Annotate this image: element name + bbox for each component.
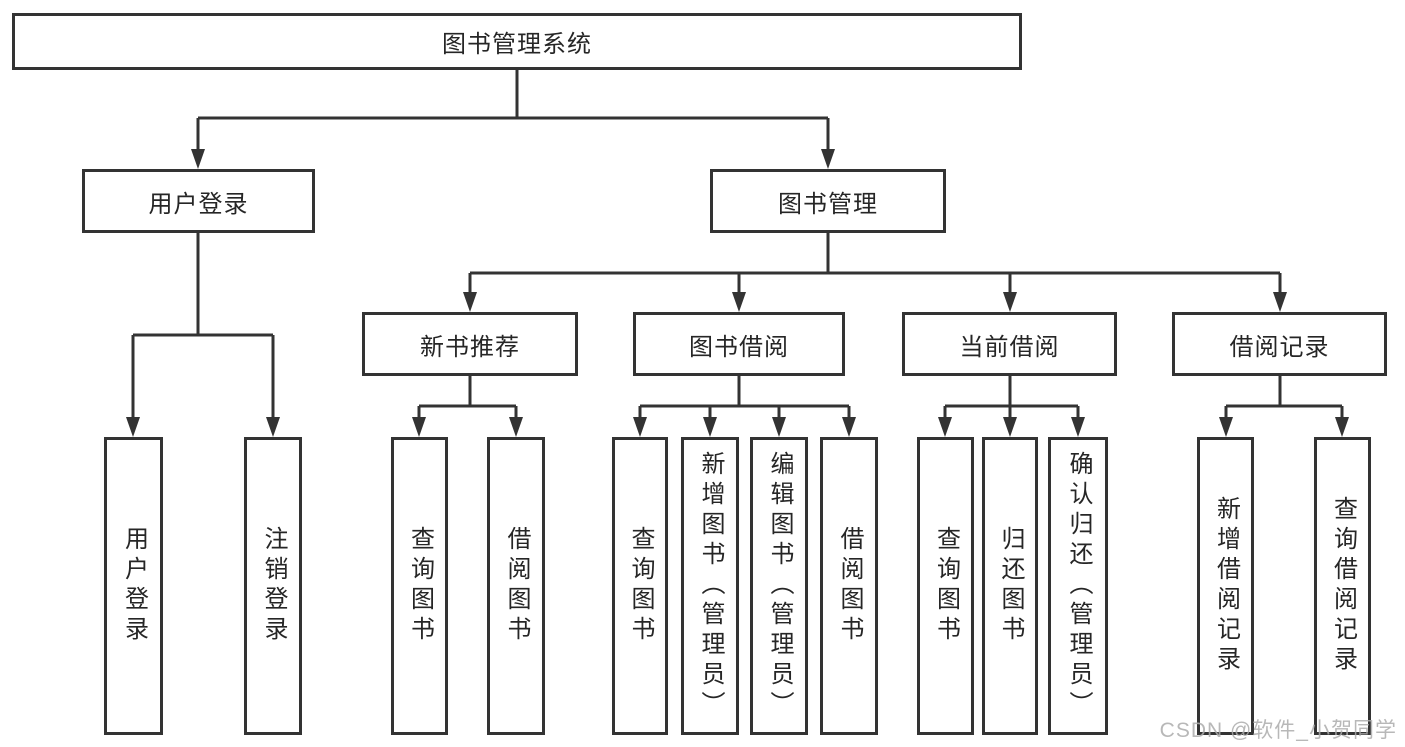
leaf-borrow-add-books-admin-label: 新增图书（管理员） bbox=[697, 451, 724, 721]
leaf-newrec-query-books: 查询图书 bbox=[391, 437, 448, 735]
leaf-borrow-borrow-books: 借阅图书 bbox=[820, 437, 878, 735]
node-book-management-label: 图书管理 bbox=[778, 190, 878, 218]
leaf-current-confirm-return-admin-label: 确认归还（管理员） bbox=[1065, 451, 1092, 721]
node-borrow-records: 借阅记录 bbox=[1172, 312, 1387, 376]
leaf-newrec-query-books-label: 查询图书 bbox=[406, 526, 434, 646]
node-user-login-label: 用户登录 bbox=[148, 190, 249, 218]
leaf-current-return-books: 归还图书 bbox=[982, 437, 1038, 735]
node-system-root-label: 图书管理系统 bbox=[442, 31, 592, 58]
leaf-borrow-add-books-admin: 新增图书（管理员） bbox=[681, 437, 739, 735]
node-borrow-records-label: 借阅记录 bbox=[1229, 333, 1330, 361]
leaf-borrow-borrow-books-label: 借阅图书 bbox=[836, 526, 863, 646]
leaf-borrow-query-books-label: 查询图书 bbox=[627, 526, 654, 646]
node-current-borrow-label: 当前借阅 bbox=[959, 333, 1060, 361]
leaf-newrec-borrow-books: 借阅图书 bbox=[487, 437, 545, 735]
node-system-root: 图书管理系统 bbox=[12, 13, 1022, 70]
node-new-book-recommend: 新书推荐 bbox=[362, 312, 578, 376]
leaf-user-login-label: 用户登录 bbox=[120, 526, 148, 646]
leaf-records-add-record-label: 新增借阅记录 bbox=[1212, 496, 1240, 676]
leaf-newrec-borrow-books-label: 借阅图书 bbox=[503, 526, 530, 646]
leaf-logout: 注销登录 bbox=[244, 437, 302, 735]
leaf-current-query-books: 查询图书 bbox=[917, 437, 974, 735]
leaf-current-return-books-label: 归还图书 bbox=[997, 526, 1024, 646]
leaf-borrow-edit-books-admin: 编辑图书（管理员） bbox=[750, 437, 808, 735]
leaf-logout-label: 注销登录 bbox=[260, 526, 287, 646]
leaf-current-confirm-return-admin: 确认归还（管理员） bbox=[1048, 437, 1108, 735]
watermark: CSDN @软件_小贺同学 bbox=[1159, 719, 1397, 742]
leaf-records-query-record-label: 查询借阅记录 bbox=[1329, 496, 1357, 676]
leaf-records-query-record: 查询借阅记录 bbox=[1314, 437, 1371, 735]
leaf-current-query-books-label: 查询图书 bbox=[932, 526, 960, 646]
leaf-user-login: 用户登录 bbox=[104, 437, 163, 735]
leaf-borrow-edit-books-admin-label: 编辑图书（管理员） bbox=[766, 451, 793, 721]
leaf-borrow-query-books: 查询图书 bbox=[612, 437, 668, 735]
node-book-borrow: 图书借阅 bbox=[633, 312, 845, 376]
leaf-records-add-record: 新增借阅记录 bbox=[1197, 437, 1254, 735]
node-user-login: 用户登录 bbox=[82, 169, 315, 233]
node-book-borrow-label: 图书借阅 bbox=[689, 333, 789, 361]
node-new-book-recommend-label: 新书推荐 bbox=[420, 333, 520, 361]
node-current-borrow: 当前借阅 bbox=[902, 312, 1117, 376]
node-book-management: 图书管理 bbox=[710, 169, 946, 233]
